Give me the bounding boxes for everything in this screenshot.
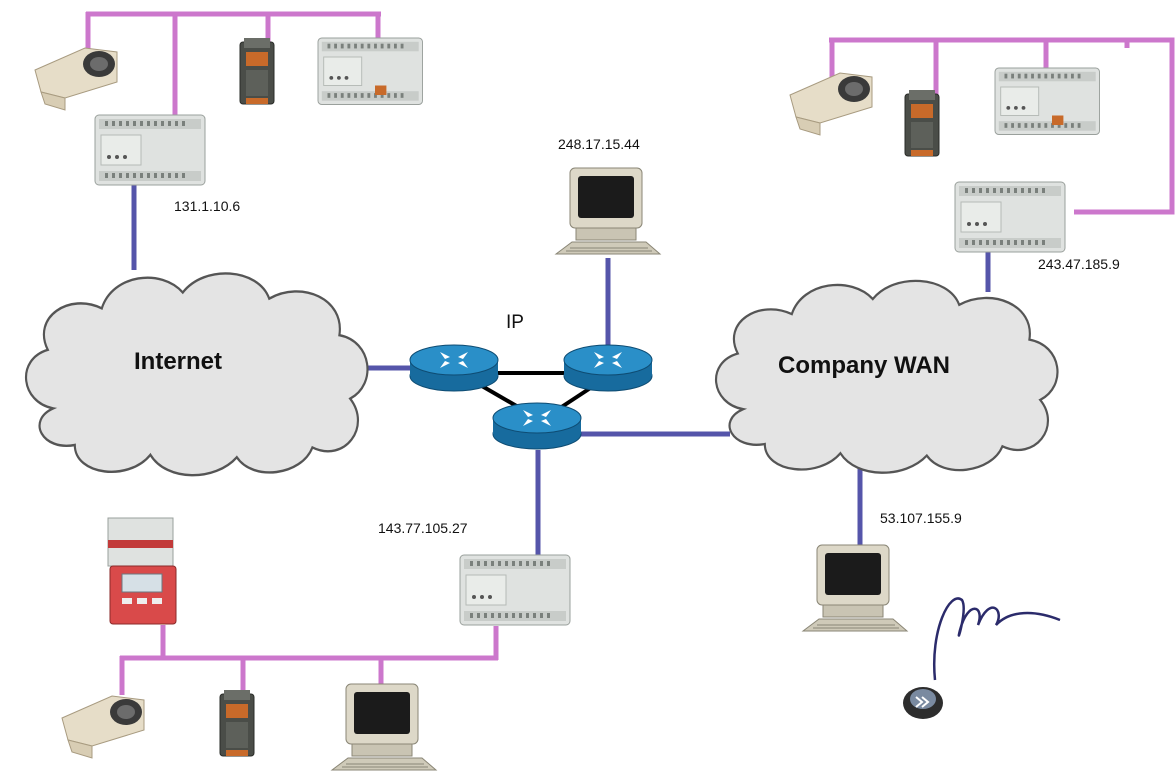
fieldbus-lines: [85, 11, 1175, 695]
company-wan-cloud-label: Company WAN: [778, 352, 951, 379]
sensor-bottom: [61, 695, 145, 759]
controller-top-right-large: [994, 67, 1100, 135]
ip-label-internet-controller: 131.1.10.6: [174, 198, 241, 214]
ip-label-wan-controller: 243.47.185.9: [1038, 256, 1120, 272]
router-left: [409, 344, 499, 392]
controller-bottom: [459, 554, 571, 626]
controller-top-left-large: [317, 37, 423, 105]
controller-internet: [94, 114, 206, 186]
internet-cloud-label: Internet: [134, 348, 223, 375]
wireless-operator-device-icon: [903, 597, 1061, 719]
io-module-top-right: [904, 89, 940, 157]
ip-label-wan-computer: 53.107.155.9: [880, 510, 962, 526]
sensor-top-right: [789, 72, 873, 136]
touch-panel-device: [107, 517, 177, 625]
ip-label-top-computer: 248.17.15.44: [558, 136, 640, 152]
io-module-bottom: [219, 689, 255, 757]
sensor-top-left: [34, 47, 118, 111]
computer-bottom: [331, 683, 437, 771]
ip-network-label: IP: [506, 312, 524, 333]
router-bottom: [492, 402, 582, 450]
controller-wan: [954, 181, 1066, 253]
computer-top: [555, 167, 661, 255]
computer-wan: [802, 544, 908, 632]
router-right: [563, 344, 653, 392]
ip-label-bottom-controller: 143.77.105.27: [378, 520, 468, 536]
io-module-top-left: [239, 37, 275, 105]
